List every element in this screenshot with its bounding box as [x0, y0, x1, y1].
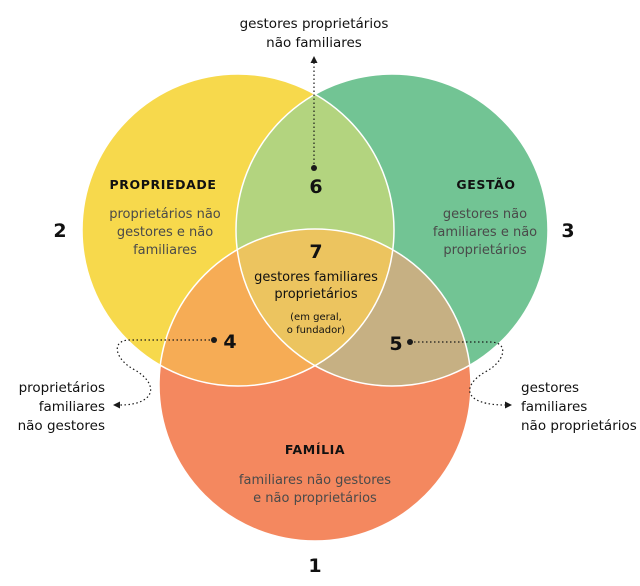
zone-5-label-line: não proprietários [521, 418, 637, 434]
title-gestao: GESTÃO [456, 177, 515, 192]
label-zone-5: gestores familiares não proprietários [521, 380, 637, 434]
label-zone-7: gestores familiares proprietários (em ge… [254, 270, 378, 336]
title-propriedade: PROPRIEDADE [110, 177, 217, 192]
number-zone-7: 7 [309, 241, 322, 263]
leader-dots [211, 165, 413, 345]
dot-4 [211, 337, 217, 343]
zone-7-label-line: gestores familiares [254, 270, 378, 285]
desc-familia: familiares não gestores e não proprietár… [239, 473, 391, 506]
zone-4-label-line: familiares [39, 399, 105, 415]
desc-gestao-line: proprietários [443, 243, 526, 258]
zone-7-note-line: o fundador) [287, 325, 346, 336]
zone-7-label-line: proprietários [274, 287, 357, 302]
leader-lines [116, 62, 506, 406]
number-gestao: 3 [561, 220, 574, 242]
dot-6 [311, 165, 317, 171]
desc-propriedade-line: proprietários não [109, 207, 221, 222]
desc-gestao-line: familiares e não [433, 225, 537, 240]
desc-familia-line: familiares não gestores [239, 473, 391, 488]
label-zone-4: proprietários familiares não gestores [18, 380, 105, 434]
number-zone-5: 5 [389, 333, 402, 355]
zone-7-note-line: (em geral, [290, 312, 342, 323]
title-familia: FAMÍLIA [285, 442, 345, 457]
desc-propriedade: proprietários não gestores e não familia… [109, 207, 221, 258]
zone-4-label-line: não gestores [18, 418, 105, 434]
arrowhead-5 [505, 401, 512, 409]
desc-propriedade-line: gestores e não [117, 225, 213, 240]
arrowhead-6 [310, 56, 318, 63]
dot-5 [407, 339, 413, 345]
number-familia: 1 [308, 555, 321, 577]
zone-5-label-line: familiares [521, 399, 587, 415]
zone-6-label-line: gestores proprietários [240, 16, 389, 32]
zone-5-label-line: gestores [521, 380, 579, 396]
arrowhead-4 [113, 401, 120, 409]
desc-familia-line: e não proprietários [253, 491, 377, 506]
desc-gestao: gestores não familiares e não proprietár… [433, 207, 537, 258]
zone-4-label-line: proprietários [19, 380, 105, 396]
desc-gestao-line: gestores não [443, 207, 527, 222]
label-zone-6: gestores proprietários não familiares [240, 16, 389, 51]
zone-6-label-line: não familiares [266, 35, 362, 51]
number-propriedade: 2 [53, 220, 66, 242]
number-zone-4: 4 [223, 331, 236, 353]
leader-arrowheads [113, 56, 512, 409]
desc-propriedade-line: familiares [133, 243, 197, 258]
number-zone-6: 6 [309, 176, 322, 198]
